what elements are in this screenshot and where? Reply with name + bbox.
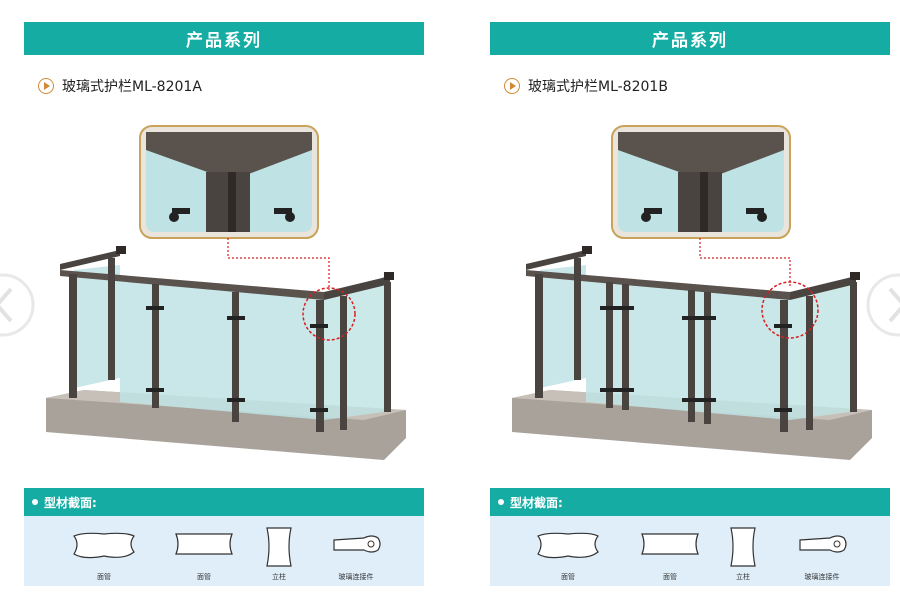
profile-item: 面管 — [164, 516, 244, 586]
railing-illustration — [46, 125, 406, 460]
profile-list: 面管 面管 立柱 玻璃连接件 — [24, 516, 424, 586]
profile-list: 面管 面管 立柱 玻璃连接件 — [490, 516, 890, 586]
profile-label: 面管 — [561, 573, 575, 581]
model-name: 玻璃式护栏ML-8201B — [528, 79, 668, 95]
profile-item: 面管 — [64, 516, 144, 586]
handrail-profile-icon — [73, 532, 135, 559]
glass-connector-profile-icon — [799, 535, 847, 553]
play-bullet-icon — [38, 78, 54, 94]
prev-arrow-icon[interactable] — [0, 265, 35, 345]
next-arrow-icon[interactable] — [866, 265, 900, 345]
profile-section-title: 型材截面: — [44, 495, 97, 510]
profile-section-header: 型材截面: — [24, 488, 424, 516]
handrail-profile-icon — [537, 532, 599, 559]
profile-label: 立柱 — [272, 573, 286, 581]
series-header: 产品系列 — [24, 22, 424, 55]
profile-label: 面管 — [663, 573, 677, 581]
model-title-row: 玻璃式护栏ML-8201B — [504, 76, 668, 96]
profile-item: 玻璃连接件 — [782, 516, 862, 586]
profile-item: 玻璃连接件 — [316, 516, 396, 586]
profile-section-header: 型材截面: — [490, 488, 890, 516]
profile-item: 面管 — [528, 516, 608, 586]
model-name: 玻璃式护栏ML-8201A — [62, 79, 202, 95]
railing-illustration — [512, 125, 872, 460]
glass-connector-profile-icon — [333, 535, 381, 553]
bullet-dot-icon — [498, 499, 504, 505]
post-profile-icon — [266, 527, 292, 567]
top-rail-profile-icon — [641, 533, 699, 555]
profile-label: 面管 — [197, 573, 211, 581]
bullet-dot-icon — [32, 499, 38, 505]
profile-label: 玻璃连接件 — [804, 573, 840, 581]
series-header: 产品系列 — [490, 22, 890, 55]
profile-item: 立柱 — [703, 516, 783, 586]
product-panel-a: 产品系列 玻璃式护栏ML-8201A — [24, 0, 426, 597]
product-panel-b: 产品系列 玻璃式护栏ML-8201B — [490, 0, 892, 597]
profile-label: 面管 — [97, 573, 111, 581]
post-profile-icon — [730, 527, 756, 567]
play-bullet-icon — [504, 78, 520, 94]
model-title-row: 玻璃式护栏ML-8201A — [38, 76, 202, 96]
profile-label: 立柱 — [736, 573, 750, 581]
profile-item: 面管 — [630, 516, 710, 586]
profile-item: 立柱 — [239, 516, 319, 586]
profile-section-title: 型材截面: — [510, 495, 563, 510]
top-rail-profile-icon — [175, 533, 233, 555]
profile-label: 玻璃连接件 — [338, 573, 374, 581]
